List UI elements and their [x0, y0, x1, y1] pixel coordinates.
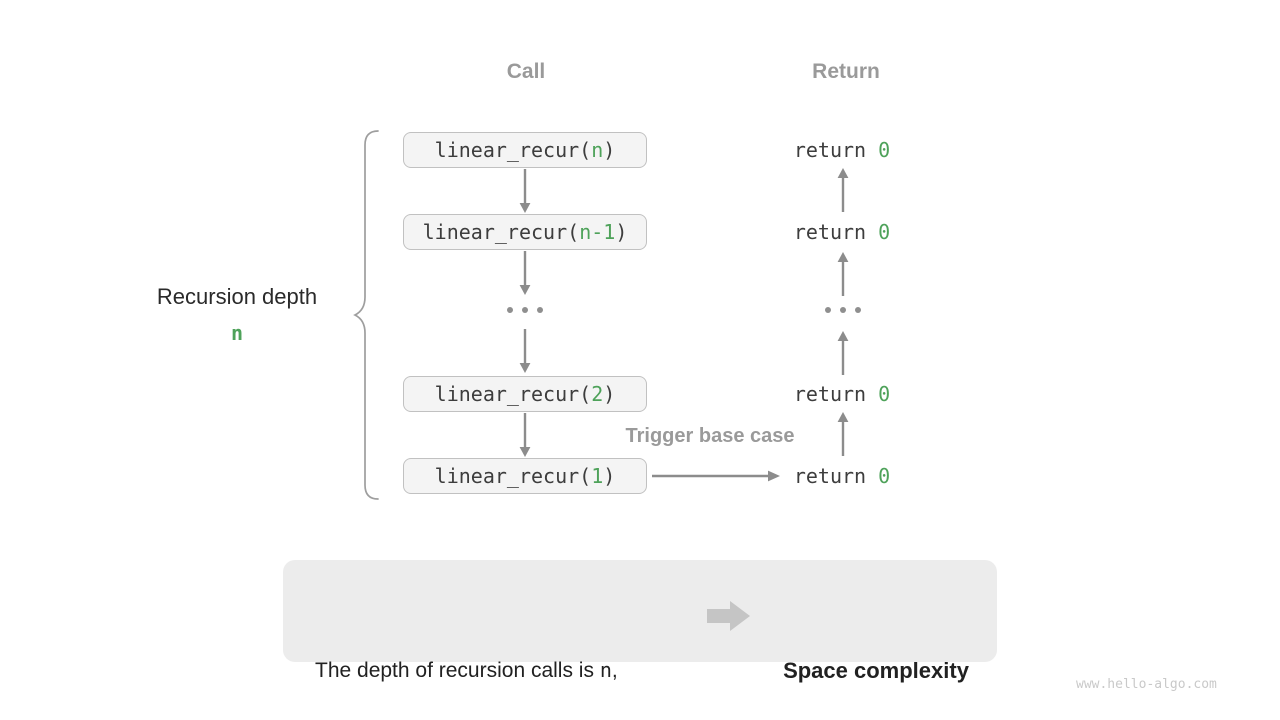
arrow-up-icon: [837, 331, 849, 375]
return-column-header: Return: [812, 60, 880, 83]
code-arg: n-1: [579, 220, 616, 244]
code-suffix: ): [603, 382, 616, 406]
arrow-right-icon: [652, 470, 780, 482]
call-frame-code: linear_recur(1): [435, 464, 616, 488]
return-keyword: return: [793, 382, 879, 406]
arrow-down-icon: [519, 169, 531, 213]
code-prefix: linear_recur(: [434, 382, 592, 406]
return-value: 0: [878, 464, 891, 488]
recursion-depth-value: n: [230, 321, 244, 345]
arrow-down-icon: [519, 329, 531, 373]
code-arg: n: [591, 138, 604, 162]
return-statement: return 0: [762, 138, 922, 162]
summary-line1-text: The depth of recursion calls is: [315, 659, 600, 682]
arrow-up-icon: [837, 412, 849, 456]
block-arrow-right-icon: [707, 601, 750, 631]
code-suffix: ): [615, 220, 628, 244]
return-statement: return 0: [762, 382, 922, 406]
call-column-header: Call: [506, 60, 546, 83]
call-frame-box: linear_recur(1): [403, 458, 647, 494]
return-value: 0: [878, 138, 891, 162]
arrow-up-icon: [837, 252, 849, 296]
code-prefix: linear_recur(: [422, 220, 580, 244]
arrow-down-icon: [519, 251, 531, 295]
trigger-base-case-label: Trigger base case: [625, 425, 795, 447]
call-frame-code: linear_recur(n-1): [423, 220, 628, 244]
return-statement: return 0: [762, 464, 922, 488]
complexity-result: Space complexity LinearO(n): [756, 573, 996, 720]
summary-panel: [283, 560, 997, 662]
return-keyword: return: [793, 138, 879, 162]
return-keyword: return: [793, 220, 879, 244]
call-frame-code: linear_recur(2): [435, 382, 616, 406]
return-keyword: return: [793, 464, 879, 488]
call-frame-code: linear_recur(n): [435, 138, 616, 162]
summary-text: The depth of recursion calls is n, using…: [315, 573, 618, 720]
code-prefix: linear_recur(: [434, 464, 592, 488]
summary-line1-tail: ,: [611, 659, 618, 682]
return-value: 0: [878, 382, 891, 406]
curly-brace: [353, 130, 379, 500]
arrow-down-icon: [519, 413, 531, 457]
summary-line1-var: n: [599, 658, 612, 682]
arrow-up-icon: [837, 168, 849, 212]
watermark: www.hello-algo.com: [1076, 677, 1217, 692]
code-suffix: ): [603, 138, 616, 162]
summary-line-1: The depth of recursion calls is n,: [315, 651, 618, 690]
call-frame-box: linear_recur(2): [403, 376, 647, 412]
code-arg: 1: [591, 464, 604, 488]
call-frame-box: linear_recur(n-1): [403, 214, 647, 250]
code-prefix: linear_recur(: [434, 138, 592, 162]
space-complexity-title: Space complexity: [783, 658, 969, 683]
ellipsis-return: [825, 307, 861, 313]
call-frame-box: linear_recur(n): [403, 132, 647, 168]
return-value: 0: [878, 220, 891, 244]
code-arg: 2: [591, 382, 604, 406]
return-statement: return 0: [762, 220, 922, 244]
code-suffix: ): [603, 464, 616, 488]
ellipsis-call: [507, 307, 543, 313]
recursion-depth-label: Recursion depth: [156, 284, 318, 309]
